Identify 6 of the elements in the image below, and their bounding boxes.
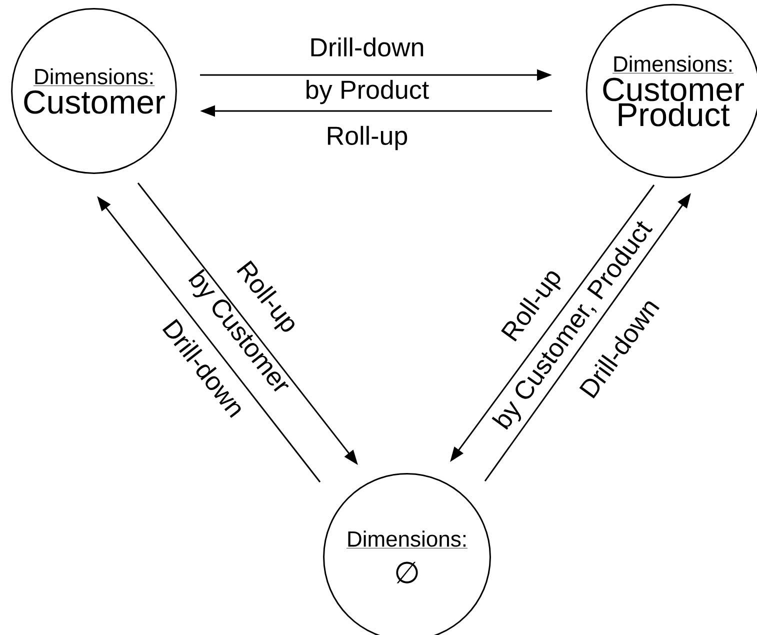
circle-node: Dimensions: Customer [11, 8, 177, 174]
edge-label: Roll-up [328, 126, 408, 150]
dimension-label: by Product [306, 80, 429, 104]
edge-label: Drill-down [311, 37, 424, 57]
circle-node: Dimensions: ∅ [323, 473, 491, 635]
circle-node: Dimensions: Customer Product [586, 4, 757, 178]
